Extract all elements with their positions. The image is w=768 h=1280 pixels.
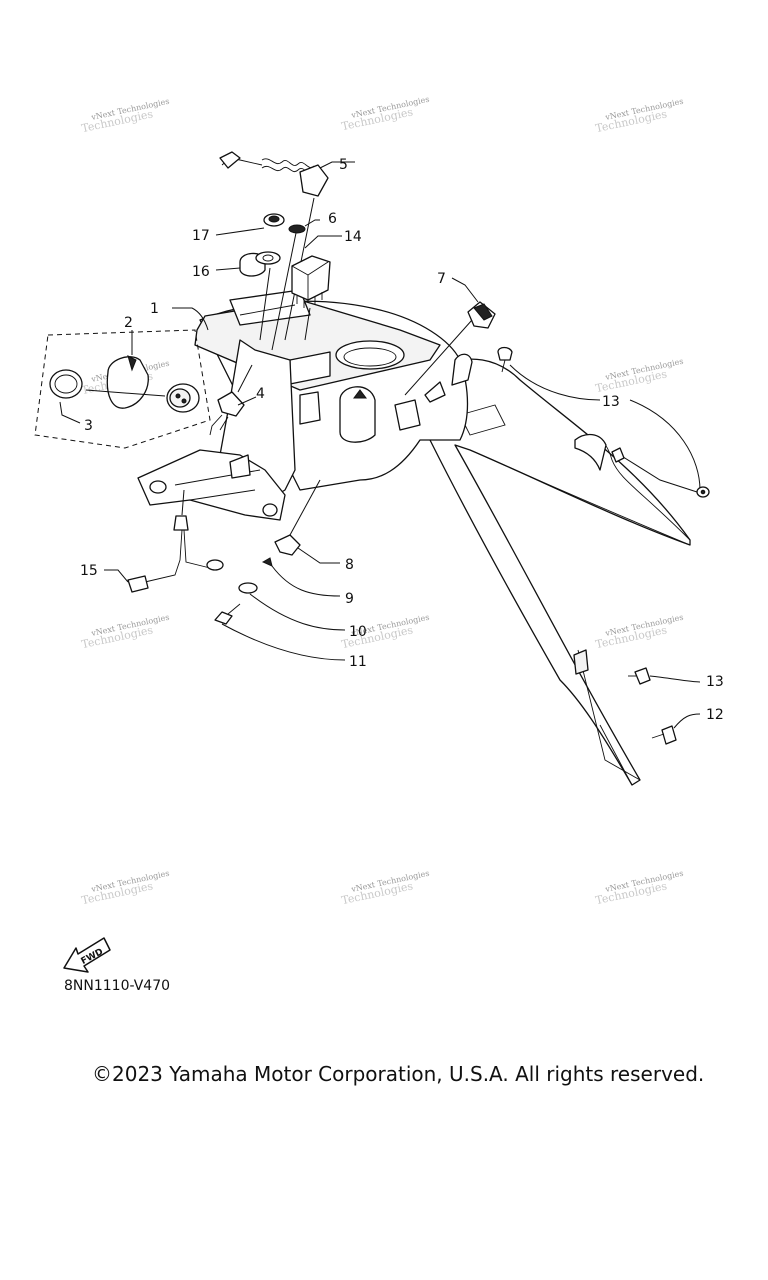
callout-10: 10 — [349, 624, 367, 640]
callout-12: 12 — [706, 707, 724, 723]
watermark: Technologies vNext Technologies — [340, 95, 430, 134]
callout-8: 8 — [345, 557, 354, 573]
callout-4: 4 — [256, 386, 265, 402]
watermark: Technologies vNext Technologies — [80, 613, 170, 652]
callout-3: 3 — [84, 418, 93, 434]
part-11-screw — [214, 603, 346, 661]
callout-1: 1 — [150, 301, 159, 317]
part-15-harness — [104, 489, 224, 593]
watermark: Technologies vNext Technologies — [594, 869, 684, 908]
callout-13-upper: 13 — [602, 394, 620, 410]
fwd-arrow-icon: FWD — [63, 937, 111, 973]
part-17-nut — [215, 213, 285, 236]
callout-17: 17 — [192, 228, 210, 244]
callout-6: 6 — [328, 211, 337, 227]
callout-13-lower: 13 — [706, 674, 724, 690]
part-16-grommet — [215, 251, 281, 341]
callout-15: 15 — [80, 563, 98, 579]
watermark: Technologies vNext Technologies — [594, 613, 684, 652]
callout-5: 5 — [339, 157, 348, 173]
copyright-notice: ©2023 Yamaha Motor Corporation, U.S.A. A… — [92, 1062, 705, 1086]
callout-16: 16 — [192, 264, 210, 280]
callout-11: 11 — [349, 654, 367, 670]
part-9-pin — [261, 557, 341, 597]
callout-9: 9 — [345, 591, 354, 607]
part-8-clip — [274, 479, 340, 564]
callout-2: 2 — [124, 315, 133, 331]
part-4-connector — [209, 364, 257, 436]
part-10-washer — [238, 582, 346, 631]
callout-14: 14 — [344, 229, 362, 245]
callout-labels: 1 2 3 4 5 6 7 8 9 10 11 12 13 13 14 15 1… — [80, 157, 724, 723]
part-13-rivet-lower — [628, 667, 701, 685]
watermark: Technologies vNext Technologies — [594, 97, 684, 136]
part-13-rivet-upper — [497, 346, 710, 498]
watermark: Technologies vNext Technologies — [80, 869, 170, 908]
part-2-3-group — [34, 329, 211, 449]
part-7-cap — [404, 277, 496, 396]
watermark: Technologies vNext Technologies — [594, 357, 684, 396]
part-14-switch — [291, 235, 342, 341]
callout-7: 7 — [437, 271, 446, 287]
dash-panel-assembly — [137, 289, 691, 786]
part-6-washer — [271, 219, 320, 351]
diagram-code: 8NN1110-V470 — [64, 978, 171, 994]
part-12-screw — [651, 713, 701, 745]
side-panel — [429, 358, 691, 786]
watermark: Technologies vNext Technologies — [80, 97, 170, 136]
watermark: Technologies vNext Technologies — [340, 869, 430, 908]
